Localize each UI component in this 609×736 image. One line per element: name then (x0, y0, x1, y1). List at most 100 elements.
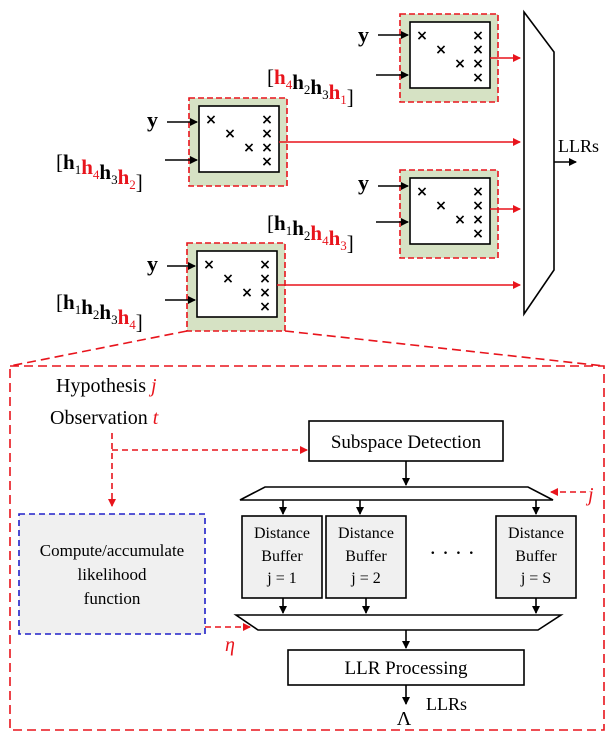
zoom-line-left (9, 330, 188, 367)
bracket-open: [ (267, 65, 274, 89)
matrix-entry-mark: × (472, 212, 484, 228)
llr-multiplexer (523, 9, 555, 317)
matrix-entry-mark: × (261, 140, 273, 156)
detail-frame (9, 365, 605, 731)
matrix-entry-mark: × (261, 154, 273, 170)
channel-h-3: h (329, 226, 341, 250)
lambda-label: Λ (397, 708, 412, 730)
channel-h-2: h (81, 295, 93, 319)
svg-text:Buffer: Buffer (515, 548, 557, 565)
distance-buffer-s: Distance Buffer j = S (495, 515, 577, 599)
eta-label: η (225, 634, 235, 656)
matrix-entry-mark: × (435, 198, 447, 214)
matrix-entry-mark: × (472, 28, 484, 44)
matrix-entry-mark: × (416, 184, 428, 200)
matrix-entry-mark: × (241, 285, 253, 301)
matrix-entry-mark: × (454, 56, 466, 72)
matrix-entry-mark: × (259, 285, 271, 301)
observation-text: Observation t (50, 407, 159, 429)
matrix-entry-mark: × (203, 257, 215, 273)
channel-h-1: h (329, 80, 341, 104)
mimo-block-top-right: ××××××× (399, 13, 499, 103)
channel-vector-bottom-left: [h1h2h3h4] (56, 290, 143, 334)
channel-h-2: h (292, 70, 304, 94)
y-label: y (358, 22, 369, 47)
bracket-close: ] (136, 310, 143, 334)
y-label: y (147, 107, 158, 132)
y-label: y (358, 170, 369, 195)
distance-buffer-1: Distance Buffer j = 1 (241, 515, 323, 599)
subspace-detection-label: Subspace Detection (331, 432, 482, 453)
svg-text:Distance: Distance (338, 525, 394, 542)
svg-text:Buffer: Buffer (345, 548, 387, 565)
channel-h-2: h (118, 165, 130, 189)
channel-h-3: h (99, 300, 111, 324)
matrix-entry-mark: × (259, 299, 271, 315)
distance-buffer-2: Distance Buffer j = 2 (325, 515, 407, 599)
matrix-entry-mark: × (435, 42, 447, 58)
svg-text:Distance: Distance (254, 525, 310, 542)
subspace-detection-box (308, 420, 504, 462)
y-input-top-left: y (147, 107, 198, 132)
likelihood-line-1: Compute/accumulate (40, 541, 184, 560)
likelihood-box (18, 513, 206, 635)
channel-h-1: h (63, 290, 75, 314)
svg-text:j = S: j = S (520, 570, 551, 587)
channel-h-2: h (292, 216, 304, 240)
likelihood-line-2: likelihood (78, 565, 147, 584)
channel-vector-mid-right: [h1h2h4h3] (267, 211, 354, 255)
channel-h-3: h (310, 75, 322, 99)
channel-h-4: h (81, 155, 93, 179)
mimo-block-mid-right: ××××××× (399, 169, 499, 259)
svg-text:Buffer: Buffer (261, 548, 303, 565)
zoom-line-right (284, 330, 605, 367)
channel-h-4: h (310, 221, 322, 245)
matrix-entry-mark: × (205, 112, 217, 128)
y-input-bottom-left: y (147, 251, 196, 276)
y-input-top-right: y (358, 22, 409, 47)
matrix-entry-mark: × (472, 56, 484, 72)
matrix-entry-mark: × (222, 271, 234, 287)
matrix-entry-mark: × (224, 126, 236, 142)
matrix-entry-mark: × (243, 140, 255, 156)
mimo-block-bottom-left: ××××××× (186, 242, 286, 332)
svg-text:j = 2: j = 2 (350, 570, 380, 587)
llr-processing-label: LLR Processing (345, 658, 468, 679)
likelihood-line-3: function (84, 589, 141, 608)
matrix-entry-mark: × (472, 70, 484, 86)
matrix-entry-mark: × (472, 198, 484, 214)
matrix-entry-mark: × (416, 28, 428, 44)
demux-var-label: j (585, 484, 594, 506)
channel-vector-top-left: [h1h4h3h2] (56, 150, 143, 194)
matrix-entry-mark: × (261, 112, 273, 128)
llr-processing-box (287, 649, 525, 686)
matrix-entry-mark: × (261, 126, 273, 142)
matrix-entry-mark: × (454, 212, 466, 228)
bracket-close: ] (136, 170, 143, 194)
matrix-entry-mark: × (472, 226, 484, 242)
mimo-block-top-left: ××××××× (188, 97, 288, 187)
channel-h-3: h (99, 160, 111, 184)
detail-output-label: LLRs (426, 694, 467, 714)
bracket-open: [ (56, 150, 63, 174)
matrix-entry-mark: × (259, 271, 271, 287)
mux-output-label: LLRs (558, 136, 599, 156)
bracket-close: ] (347, 231, 354, 255)
y-input-mid-right: y (358, 170, 409, 195)
channel-h-1: h (274, 211, 286, 235)
buffer-multiplexer (233, 614, 564, 631)
channel-h-4: h (118, 305, 130, 329)
matrix-entry-mark: × (259, 257, 271, 273)
matrix-entry-mark: × (472, 184, 484, 200)
matrix-entry-mark: × (472, 42, 484, 58)
svg-text:Distance: Distance (508, 525, 564, 542)
svg-text:j = 1: j = 1 (266, 570, 296, 587)
y-label: y (147, 251, 158, 276)
buffer-ellipsis: · · · · (429, 540, 475, 565)
hypothesis-text: Hypothesis j (56, 375, 157, 397)
bracket-open: [ (56, 290, 63, 314)
channel-vector-top-right: [h4h2h3h1] (267, 65, 354, 109)
bracket-open: [ (267, 211, 274, 235)
